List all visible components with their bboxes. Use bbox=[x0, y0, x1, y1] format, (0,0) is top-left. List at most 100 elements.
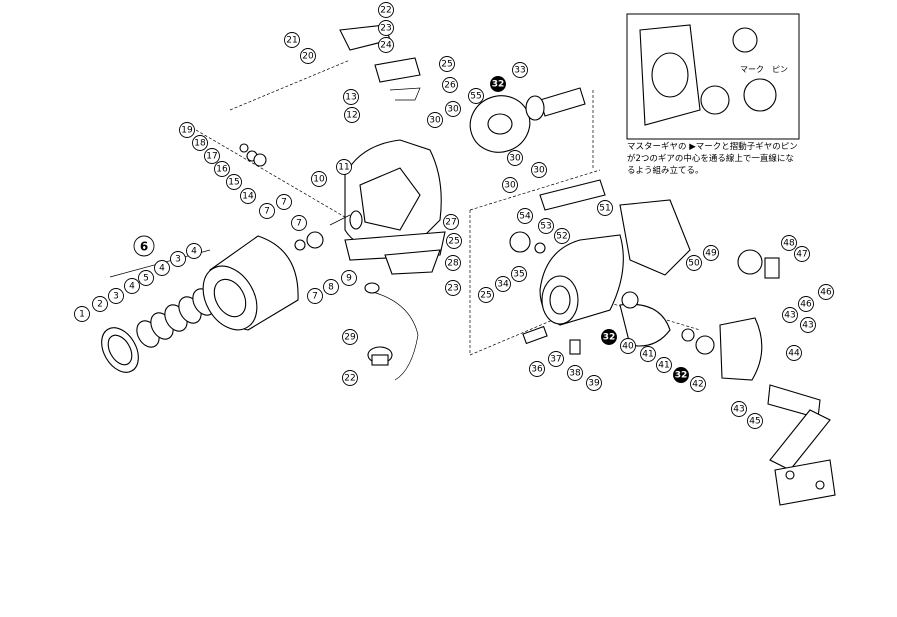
callout-number: 7 bbox=[281, 198, 287, 208]
callout-number: 16 bbox=[216, 165, 228, 175]
callout-52: 52 bbox=[554, 228, 570, 244]
callout-circle bbox=[240, 188, 256, 204]
callout-number: 32 bbox=[675, 371, 688, 381]
callout-number: 21 bbox=[286, 36, 297, 46]
callout-25: 25 bbox=[478, 287, 494, 303]
callout-circle bbox=[291, 215, 307, 231]
callout-47: 47 bbox=[794, 246, 810, 262]
inset-label-mark: マーク bbox=[740, 65, 764, 74]
callout-13: 13 bbox=[343, 89, 359, 105]
callout-number: 36 bbox=[531, 365, 543, 375]
callout-number: 22 bbox=[344, 374, 355, 384]
callout-circle bbox=[378, 2, 394, 18]
callout-14: 14 bbox=[240, 188, 256, 204]
callout-circle bbox=[445, 101, 461, 117]
callout-number: 25 bbox=[441, 60, 452, 70]
callout-4: 4 bbox=[124, 278, 140, 294]
callout-3: 3 bbox=[108, 288, 124, 304]
callout-number: 4 bbox=[191, 247, 197, 257]
callout-number: 1 bbox=[79, 310, 85, 320]
callout-number: 7 bbox=[312, 292, 318, 302]
callout-circle bbox=[703, 245, 719, 261]
callout-number: 15 bbox=[228, 178, 239, 188]
callout-25: 25 bbox=[446, 233, 462, 249]
callout-circle bbox=[517, 208, 533, 224]
callout-29: 29 bbox=[342, 329, 358, 345]
callout-circle bbox=[92, 296, 108, 312]
callout-7: 7 bbox=[259, 203, 275, 219]
callout-38: 38 bbox=[567, 365, 583, 381]
callout-number: 44 bbox=[788, 349, 800, 359]
callout-number: 25 bbox=[480, 291, 491, 301]
callout-circle bbox=[548, 351, 564, 367]
callout-48: 48 bbox=[781, 235, 797, 251]
callout-5: 5 bbox=[138, 270, 154, 286]
callout-number: 34 bbox=[497, 280, 509, 290]
callout-22: 22 bbox=[378, 2, 394, 18]
callout-circle bbox=[443, 214, 459, 230]
callout-circle bbox=[124, 278, 140, 294]
callout-4: 4 bbox=[154, 260, 170, 276]
callout-circle bbox=[597, 200, 613, 216]
callout-30: 30 bbox=[502, 177, 518, 193]
callout-53: 53 bbox=[538, 218, 554, 234]
callout-circle bbox=[495, 276, 511, 292]
callout-circle bbox=[186, 243, 202, 259]
callout-1: 1 bbox=[74, 306, 90, 322]
callout-circle bbox=[226, 174, 242, 190]
assembly-note: マスターギヤの ▶マークと摺動子ギヤのピンが2つのギアの中心を通る線上で一直線に… bbox=[627, 142, 798, 176]
callout-circle bbox=[731, 401, 747, 417]
callout-10: 10 bbox=[311, 171, 327, 187]
callout-8: 8 bbox=[323, 279, 339, 295]
callout-circle bbox=[343, 89, 359, 105]
callout-number: 46 bbox=[820, 288, 832, 298]
callout-circle bbox=[341, 270, 357, 286]
callout-number: 4 bbox=[159, 264, 165, 274]
callout-43: 43 bbox=[782, 307, 798, 323]
callout-27: 27 bbox=[443, 214, 459, 230]
callout-circle bbox=[259, 203, 275, 219]
callout-number: 4 bbox=[129, 282, 135, 292]
callout-number: 7 bbox=[296, 219, 302, 229]
callout-17: 17 bbox=[204, 148, 220, 164]
callout-number: 35 bbox=[513, 270, 524, 280]
callout-19: 19 bbox=[179, 122, 195, 138]
callout-circle bbox=[620, 338, 636, 354]
callout-number: 53 bbox=[540, 222, 551, 232]
callout-number: 43 bbox=[733, 405, 744, 415]
callout-23: 23 bbox=[378, 20, 394, 36]
callout-24: 24 bbox=[378, 37, 394, 53]
callout-21: 21 bbox=[284, 32, 300, 48]
callout-number: 30 bbox=[509, 154, 521, 164]
callout-circle bbox=[342, 370, 358, 386]
callout-number: 18 bbox=[194, 139, 206, 149]
callout-41: 41 bbox=[640, 346, 656, 362]
callout-circle bbox=[74, 306, 90, 322]
callout-circle bbox=[427, 112, 443, 128]
callout-circle bbox=[478, 287, 494, 303]
callout-7: 7 bbox=[276, 194, 292, 210]
callout-30: 30 bbox=[507, 150, 523, 166]
callout-15: 15 bbox=[226, 174, 242, 190]
callout-3: 3 bbox=[170, 251, 186, 267]
callout-circle bbox=[586, 375, 602, 391]
callout-circle bbox=[502, 177, 518, 193]
callout-34: 34 bbox=[495, 276, 511, 292]
callout-circle bbox=[170, 251, 186, 267]
callout-number: 30 bbox=[533, 166, 545, 176]
callout-circle bbox=[311, 171, 327, 187]
callout-30: 30 bbox=[531, 162, 547, 178]
callout-4: 4 bbox=[186, 243, 202, 259]
spool-assembly bbox=[101, 235, 299, 373]
callout-number: 25 bbox=[448, 237, 459, 247]
callout-number: 37 bbox=[550, 355, 561, 365]
callout-number: 7 bbox=[264, 207, 270, 217]
callout-circle bbox=[511, 266, 527, 282]
callout-circle bbox=[276, 194, 292, 210]
callout-circle bbox=[108, 288, 124, 304]
callout-circle bbox=[794, 246, 810, 262]
callout-number: 11 bbox=[338, 163, 349, 173]
callout-number: 20 bbox=[302, 52, 314, 62]
callout-number: 24 bbox=[380, 41, 392, 51]
